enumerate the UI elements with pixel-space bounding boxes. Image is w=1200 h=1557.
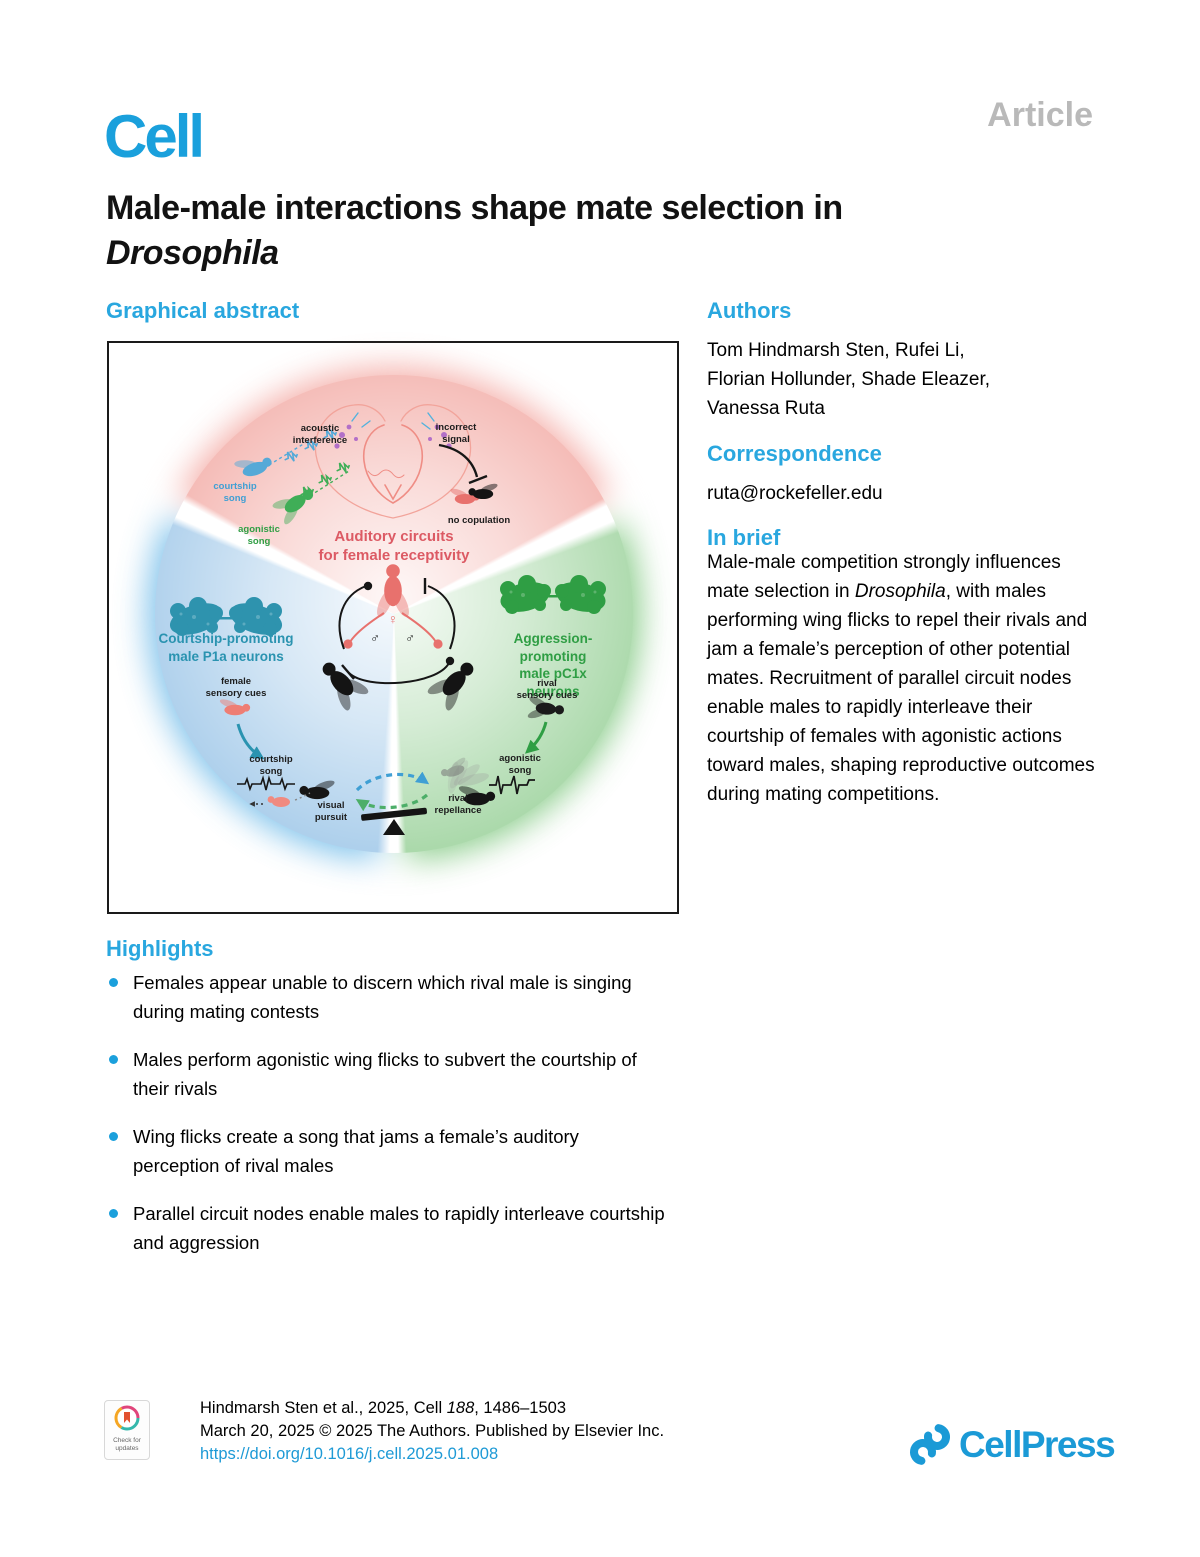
citation-doi-row: https://doi.org/10.1016/j.cell.2025.01.0… [200,1443,664,1466]
bullet-icon [109,1055,118,1064]
correspondence-heading: Correspondence [707,441,882,466]
authors-line1: Tom Hindmarsh Sten, Rufei Li, [707,340,965,361]
label-female-sensory-cues: female sensory cues [205,676,267,699]
male-symbol-left: ♂ [370,630,380,645]
label-acoustic-interference: acoustic interference [292,423,348,446]
highlight-text: Wing flicks create a song that jams a fe… [133,1126,579,1176]
title-line2: Drosophila [106,234,279,272]
label-agonistic-song-top: agonistic song [238,524,280,547]
in-brief-italic: Drosophila [854,581,946,602]
graphical-abstract-figure: acoustic interference courtship song ago… [107,341,679,914]
bullet-icon [109,978,118,987]
label-auditory-circuits-title: Auditory circuits for female receptivity [318,528,470,564]
highlights-list: Females appear unable to discern which r… [106,968,668,1276]
in-brief-end: , with males performing wing flicks to r… [707,581,1095,805]
citation-block: Hindmarsh Sten et al., 2025, Cell 188, 1… [200,1397,664,1466]
bullet-icon [109,1132,118,1141]
citation-pages: , 1486–1503 [474,1399,567,1417]
cell-journal-logo: Cell [104,103,205,170]
in-brief-heading: In brief [707,525,781,550]
check-for-updates-icon [114,1405,140,1431]
label-courtship-promoting-title: Courtship-promoting male P1a neurons [158,631,294,664]
page-title: Male-male interactions shape mate select… [106,186,1066,276]
label-courtship-song-top: courtship song [213,481,257,504]
label-incorrect-signal: incorrect signal [435,422,477,445]
authors-line2: Florian Hollunder, Shade Eleazer, [707,369,991,390]
highlight-text: Females appear unable to discern which r… [133,972,632,1022]
highlight-item: Parallel circuit nodes enable males to r… [106,1199,668,1257]
doi-link[interactable]: https://doi.org/10.1016/j.cell.2025.01.0… [200,1445,499,1463]
highlights-heading: Highlights [106,936,214,961]
highlight-item: Wing flicks create a song that jams a fe… [106,1122,668,1180]
label-agonistic-song-right: agonistic song [499,753,541,776]
label-no-copulation: no copulation [447,515,511,526]
label-rival-sensory-cues: rival sensory cues [516,678,578,701]
authors-names: Tom Hindmarsh Sten, Rufei Li, Florian Ho… [707,336,1095,423]
authors-heading: Authors [707,298,792,323]
citation-authors: Hindmarsh Sten et al., 2025, Cell [200,1399,447,1417]
bullet-icon [109,1209,118,1218]
in-brief-start: Male-male competition strongly influence… [707,552,1061,602]
citation-line1: Hindmarsh Sten et al., 2025, Cell 188, 1… [200,1397,664,1420]
highlight-text: Males perform agonistic wing flicks to s… [133,1049,637,1099]
cellpress-logo: CellPress [908,1424,1116,1466]
female-symbol: ♀ [387,611,399,627]
graphical-abstract-illustration [169,404,606,835]
label-visual-pursuit: visual pursuit [314,800,348,823]
label-aggression-promoting-title: Aggression-promoting male pC1x neurons [513,631,593,699]
title-line1: Male-male interactions shape mate select… [106,189,843,227]
authors-line3: Vanessa Ruta [707,398,825,419]
label-rival-repellance: rival repellance [434,793,482,816]
highlight-item: Males perform agonistic wing flicks to s… [106,1045,668,1103]
cellpress-swirl-icon [910,1424,950,1465]
correspondence-email: ruta@rockefeller.edu [707,483,883,504]
check-badge-label: Check for updates [113,1437,141,1453]
cellpress-wordmark: CellPress [959,1424,1116,1465]
check-for-updates-badge[interactable]: Check for updates [104,1400,150,1460]
label-courtship-song-left: courtship song [249,754,293,777]
graphical-abstract-heading: Graphical abstract [106,298,300,323]
article-type-badge: Article [987,96,1093,134]
citation-volume: 188 [446,1399,475,1417]
highlight-text: Parallel circuit nodes enable males to r… [133,1203,665,1253]
citation-line2: March 20, 2025 © 2025 The Authors. Publi… [200,1422,665,1440]
male-symbol-right: ♂ [405,630,415,645]
in-brief-text: Male-male competition strongly influence… [707,548,1095,809]
highlight-item: Females appear unable to discern which r… [106,968,668,1026]
